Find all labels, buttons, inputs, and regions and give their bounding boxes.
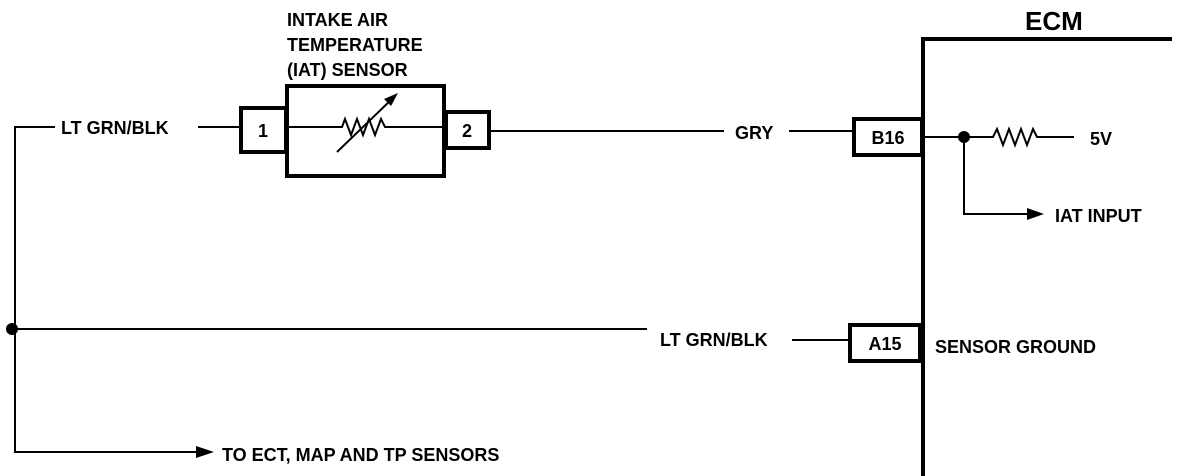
sensor-pin-2-label: 2 bbox=[462, 121, 472, 141]
thermistor-arrow-icon bbox=[384, 93, 398, 106]
ecm-pullup-wire bbox=[923, 126, 1074, 148]
to-sensors-label: TO ECT, MAP AND TP SENSORS bbox=[222, 445, 499, 465]
ecm-pin-b16-label: B16 bbox=[871, 128, 904, 148]
iat-input-wire bbox=[963, 137, 1030, 215]
signal-wire-label: GRY bbox=[735, 123, 773, 143]
sensor-internal-wire bbox=[287, 116, 444, 138]
sensor-pin-2-box bbox=[444, 110, 491, 150]
ecm-title: ECM bbox=[1025, 6, 1083, 36]
ecm-pin-b16-box bbox=[852, 117, 924, 157]
ecm-voltage-label: 5V bbox=[1090, 129, 1112, 149]
ecm-pin-a15-label: A15 bbox=[868, 334, 901, 354]
iat-input-label: IAT INPUT bbox=[1055, 206, 1142, 226]
sensor-ground-label: SENSOR GROUND bbox=[935, 337, 1096, 357]
sensor-title-line1: INTAKE AIR bbox=[287, 10, 388, 30]
sensor-title-line2: TEMPERATURE bbox=[287, 35, 423, 55]
ground-junction-dot bbox=[6, 323, 18, 335]
ecm-border bbox=[921, 37, 1172, 476]
ecm-pin-a15-box bbox=[848, 323, 922, 363]
sensor-title-line3: (IAT) SENSOR bbox=[287, 60, 408, 80]
left-top-wire-label: LT GRN/BLK bbox=[61, 118, 169, 138]
to-sensors-arrow-icon bbox=[196, 446, 214, 458]
sensor-pin-1-label: 1 bbox=[258, 121, 268, 141]
iat-input-arrow-icon bbox=[1027, 208, 1044, 220]
thermistor-arrow-line bbox=[336, 97, 394, 153]
left-harness-wire bbox=[14, 126, 200, 453]
ground-wire-label: LT GRN/BLK bbox=[660, 330, 768, 350]
